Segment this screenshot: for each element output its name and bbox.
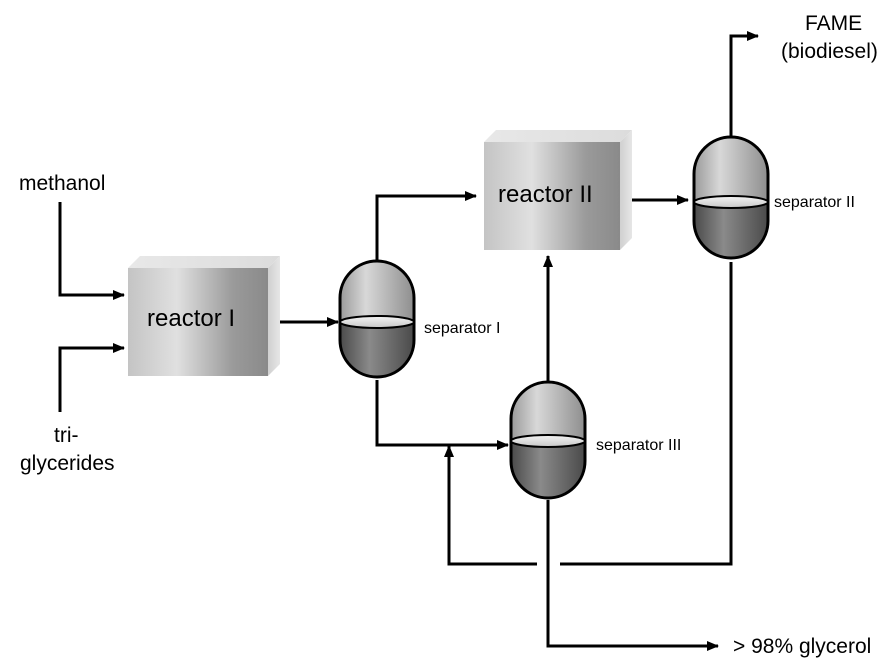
- reactor-1-side: [268, 256, 280, 376]
- separator-1-label: separator I: [424, 320, 500, 337]
- reactor-2-side: [620, 130, 632, 250]
- reactor-1-front: [128, 268, 268, 376]
- methanol-label: methanol: [19, 172, 105, 195]
- glycerol-recycle-line-left: [444, 445, 537, 566]
- reactor-2-label: reactor II: [498, 181, 593, 208]
- separator-3-upper-phase: [509, 380, 587, 443]
- separator-3-interface: [510, 434, 586, 448]
- separator1-to-separator3-line: [375, 380, 509, 450]
- separator-1-lower-phase: [338, 320, 416, 379]
- separator-2-interface: [693, 195, 769, 209]
- triglycerides-feed-line: [58, 343, 125, 412]
- fame-product-line: [729, 31, 759, 138]
- reactor-2-front: [484, 142, 620, 250]
- reactor-1-label: reactor I: [147, 305, 235, 332]
- fame-label-line1: FAME: [805, 12, 862, 35]
- glycerol-product-line: [546, 500, 719, 651]
- separator-3-label: separator III: [596, 437, 681, 454]
- separator1-to-reactor2-line: [375, 191, 477, 262]
- flow-lines: [58, 31, 759, 651]
- separator-3: [509, 380, 587, 500]
- fame-label-line2: (biodiesel): [781, 40, 878, 63]
- reactor-1-top: [128, 256, 280, 268]
- triglycerides-label-line1: tri-: [54, 424, 79, 447]
- separator-1-upper-phase: [338, 259, 416, 324]
- reactor-2-top: [484, 130, 632, 142]
- separator-3-lower-phase: [509, 439, 587, 500]
- separator-2-label: separator II: [774, 194, 855, 211]
- separator-1: [338, 259, 416, 379]
- separator-1-interface: [339, 315, 415, 329]
- triglycerides-label-line2: glycerides: [20, 452, 115, 475]
- methanol-feed-line: [58, 202, 125, 300]
- separator-2-upper-phase: [692, 135, 770, 204]
- separator-2-lower-phase: [692, 200, 770, 260]
- separator-2: [692, 135, 770, 260]
- reactor-2: [484, 130, 632, 250]
- reactor-1: [128, 256, 280, 376]
- glycerol-label: > 98% glycerol: [733, 635, 871, 658]
- glycerol-recycle-line-right: [560, 262, 733, 566]
